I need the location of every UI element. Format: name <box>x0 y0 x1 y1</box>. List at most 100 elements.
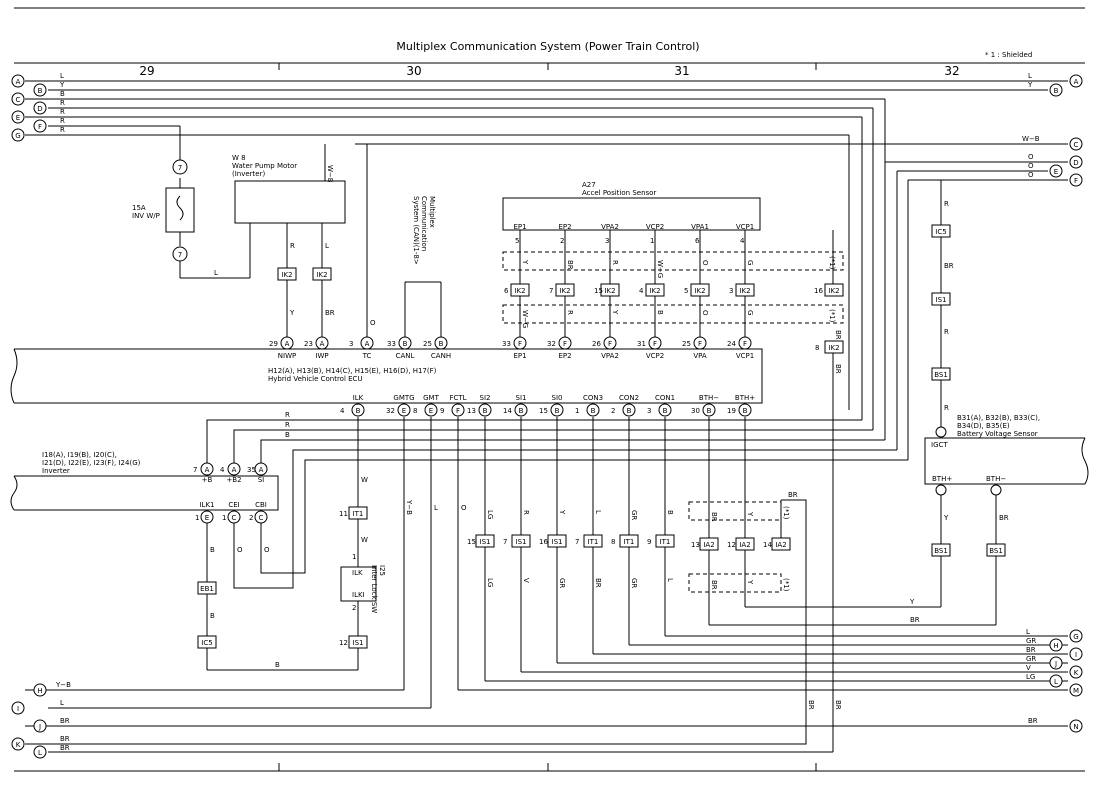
edge-left-j-label: J <box>38 723 41 731</box>
svg-text:BR: BR <box>1028 717 1038 725</box>
svg-text:B: B <box>60 90 65 98</box>
ik2-connector-label: IK2 <box>694 287 705 295</box>
ik2-wire-color: Y <box>611 309 619 315</box>
connector-pin-number: 7 <box>503 538 507 546</box>
edge-left-d <box>33 101 47 115</box>
svg-text:W: W <box>361 536 368 544</box>
inverter-pin-number: 7 <box>193 466 197 474</box>
svg-text:BTH−: BTH− <box>986 475 1006 483</box>
ecu-bottom-pin-name: SI2 <box>480 394 491 402</box>
svg-text:L: L <box>60 699 64 707</box>
svg-text:O: O <box>264 546 270 554</box>
svg-text:BR: BR <box>60 744 70 752</box>
harness-wire-color: L <box>1026 628 1030 636</box>
hybrid-vehicle-control-ecu: H12(A), H13(B), H14(C), H15(E), H16(D), … <box>10 348 763 404</box>
edge-left-g <box>11 128 25 142</box>
ecu-bottom-pin-label: B <box>483 407 488 415</box>
ecu-bottom-pin <box>702 403 716 417</box>
ecu-bottom-pin <box>397 403 411 417</box>
edge-left-l-label: L <box>38 749 42 757</box>
inverter-pin-number: 35 <box>247 466 256 474</box>
edge-left-j <box>33 719 47 733</box>
ecu-bottom-pin-name: SI1 <box>516 394 527 402</box>
a27-pin-number: 2 <box>560 237 564 245</box>
svg-text:L: L <box>434 504 438 512</box>
svg-text:IC5: IC5 <box>935 228 946 236</box>
lower-connectors: LGIS115LGLGRIS17VVYIS116GRGRLIT17BRBRGRI… <box>467 417 1068 682</box>
edge-left-h-label: H <box>37 687 42 695</box>
svg-text:BR: BR <box>834 330 842 340</box>
ik2-connector-label: IK2 <box>739 287 750 295</box>
ecu-bottom-pin-number: 14 <box>503 407 512 415</box>
ecu-bottom-pin-label: B <box>591 407 596 415</box>
svg-text:IS1: IS1 <box>353 639 364 647</box>
svg-text:W−B: W−B <box>326 165 334 183</box>
water-pump-motor: W 8 Water Pump Motor (Inverter) W−B R L <box>232 144 346 278</box>
svg-text:Multiplex: Multiplex <box>428 196 436 228</box>
edge-right-j <box>1049 656 1063 670</box>
ecu-top-pin-label: A <box>285 340 290 348</box>
a27-pin: VPA2 <box>601 223 619 231</box>
ecu-top-pin-name: NIWP <box>278 352 296 360</box>
ik2-pin-number: 4 <box>639 287 644 295</box>
edge-left-f <box>33 119 47 133</box>
a27-wire-color: Y <box>521 259 529 265</box>
ecu-top-pin-number: 24 <box>727 340 736 348</box>
section-29: 29 <box>139 64 154 78</box>
edge-left-c <box>11 92 25 106</box>
edge-left-h <box>33 683 47 697</box>
ecu-top-pin-label: F <box>563 340 567 348</box>
edge-right-f-label: F <box>1074 177 1078 185</box>
ecu-bottom-pin <box>550 403 564 417</box>
svg-text:BR: BR <box>60 717 70 725</box>
edge-left-c-label: C <box>16 96 21 104</box>
svg-text:O: O <box>237 546 243 554</box>
ecu-bottom-pin-label: B <box>356 407 361 415</box>
harness-wire-color: R <box>522 510 530 515</box>
svg-text:R: R <box>285 411 290 419</box>
svg-text:BR: BR <box>834 700 842 710</box>
harness-wire-color: GR <box>1026 637 1036 645</box>
svg-text:ILK: ILK <box>352 569 363 577</box>
edge-right-k <box>1069 665 1083 679</box>
ik2-w8: IK2 IK2 Y BR <box>277 267 335 337</box>
svg-text:BR: BR <box>325 309 335 317</box>
inverter-bottom-pin-label: C <box>232 514 237 522</box>
inverter-pin-number: 1 <box>222 514 226 522</box>
edge-right-n-label: N <box>1073 723 1078 731</box>
svg-text:O: O <box>370 319 376 327</box>
edge-right-k-label: K <box>1074 669 1079 677</box>
ik2-wire-color: G <box>746 310 754 315</box>
ecu-top-pin <box>360 336 374 350</box>
svg-text:L: L <box>214 269 218 277</box>
ecu-bottom-pin-name: BTH− <box>699 394 719 402</box>
svg-text:EB1: EB1 <box>200 585 214 593</box>
svg-text:2: 2 <box>352 604 356 612</box>
a27-pin-number: 6 <box>695 237 700 245</box>
ecu-top-pin-number: 23 <box>304 340 313 348</box>
svg-text:H12(A), H13(B), H14(C), H15(E): H12(A), H13(B), H14(C), H15(E), H16(D), … <box>268 367 437 375</box>
edge-right-b-label: B <box>1054 87 1059 95</box>
svg-text:7: 7 <box>178 164 182 172</box>
svg-text:BR: BR <box>807 700 815 710</box>
svg-text:IK2: IK2 <box>281 271 292 279</box>
ecu-top-pin <box>434 336 448 350</box>
edge-right-c <box>1069 137 1083 151</box>
connector-pin-number: 15 <box>467 538 476 546</box>
svg-text:R: R <box>60 117 65 125</box>
svg-text:R: R <box>944 328 949 336</box>
ecu-bottom-pin-label: B <box>519 407 524 415</box>
inverter-pin-number: 4 <box>220 466 225 474</box>
ecu-top-pin-name: VPA <box>693 352 707 360</box>
ik2-pin-number: 6 <box>504 287 509 295</box>
ecu-bottom-pin <box>658 403 672 417</box>
ik2-pin-number: 7 <box>549 287 553 295</box>
svg-text:System (CAN)(1-8>: System (CAN)(1-8> <box>412 196 420 265</box>
ecu-top-pin-number: 31 <box>637 340 646 348</box>
ecu-bottom-pin <box>351 403 365 417</box>
edge-left-i-label: I <box>17 705 19 713</box>
ecu-bottom-pin <box>514 403 528 417</box>
svg-text:O: O <box>1028 153 1034 161</box>
edge-left-a <box>11 74 25 88</box>
svg-text:R: R <box>60 108 65 116</box>
